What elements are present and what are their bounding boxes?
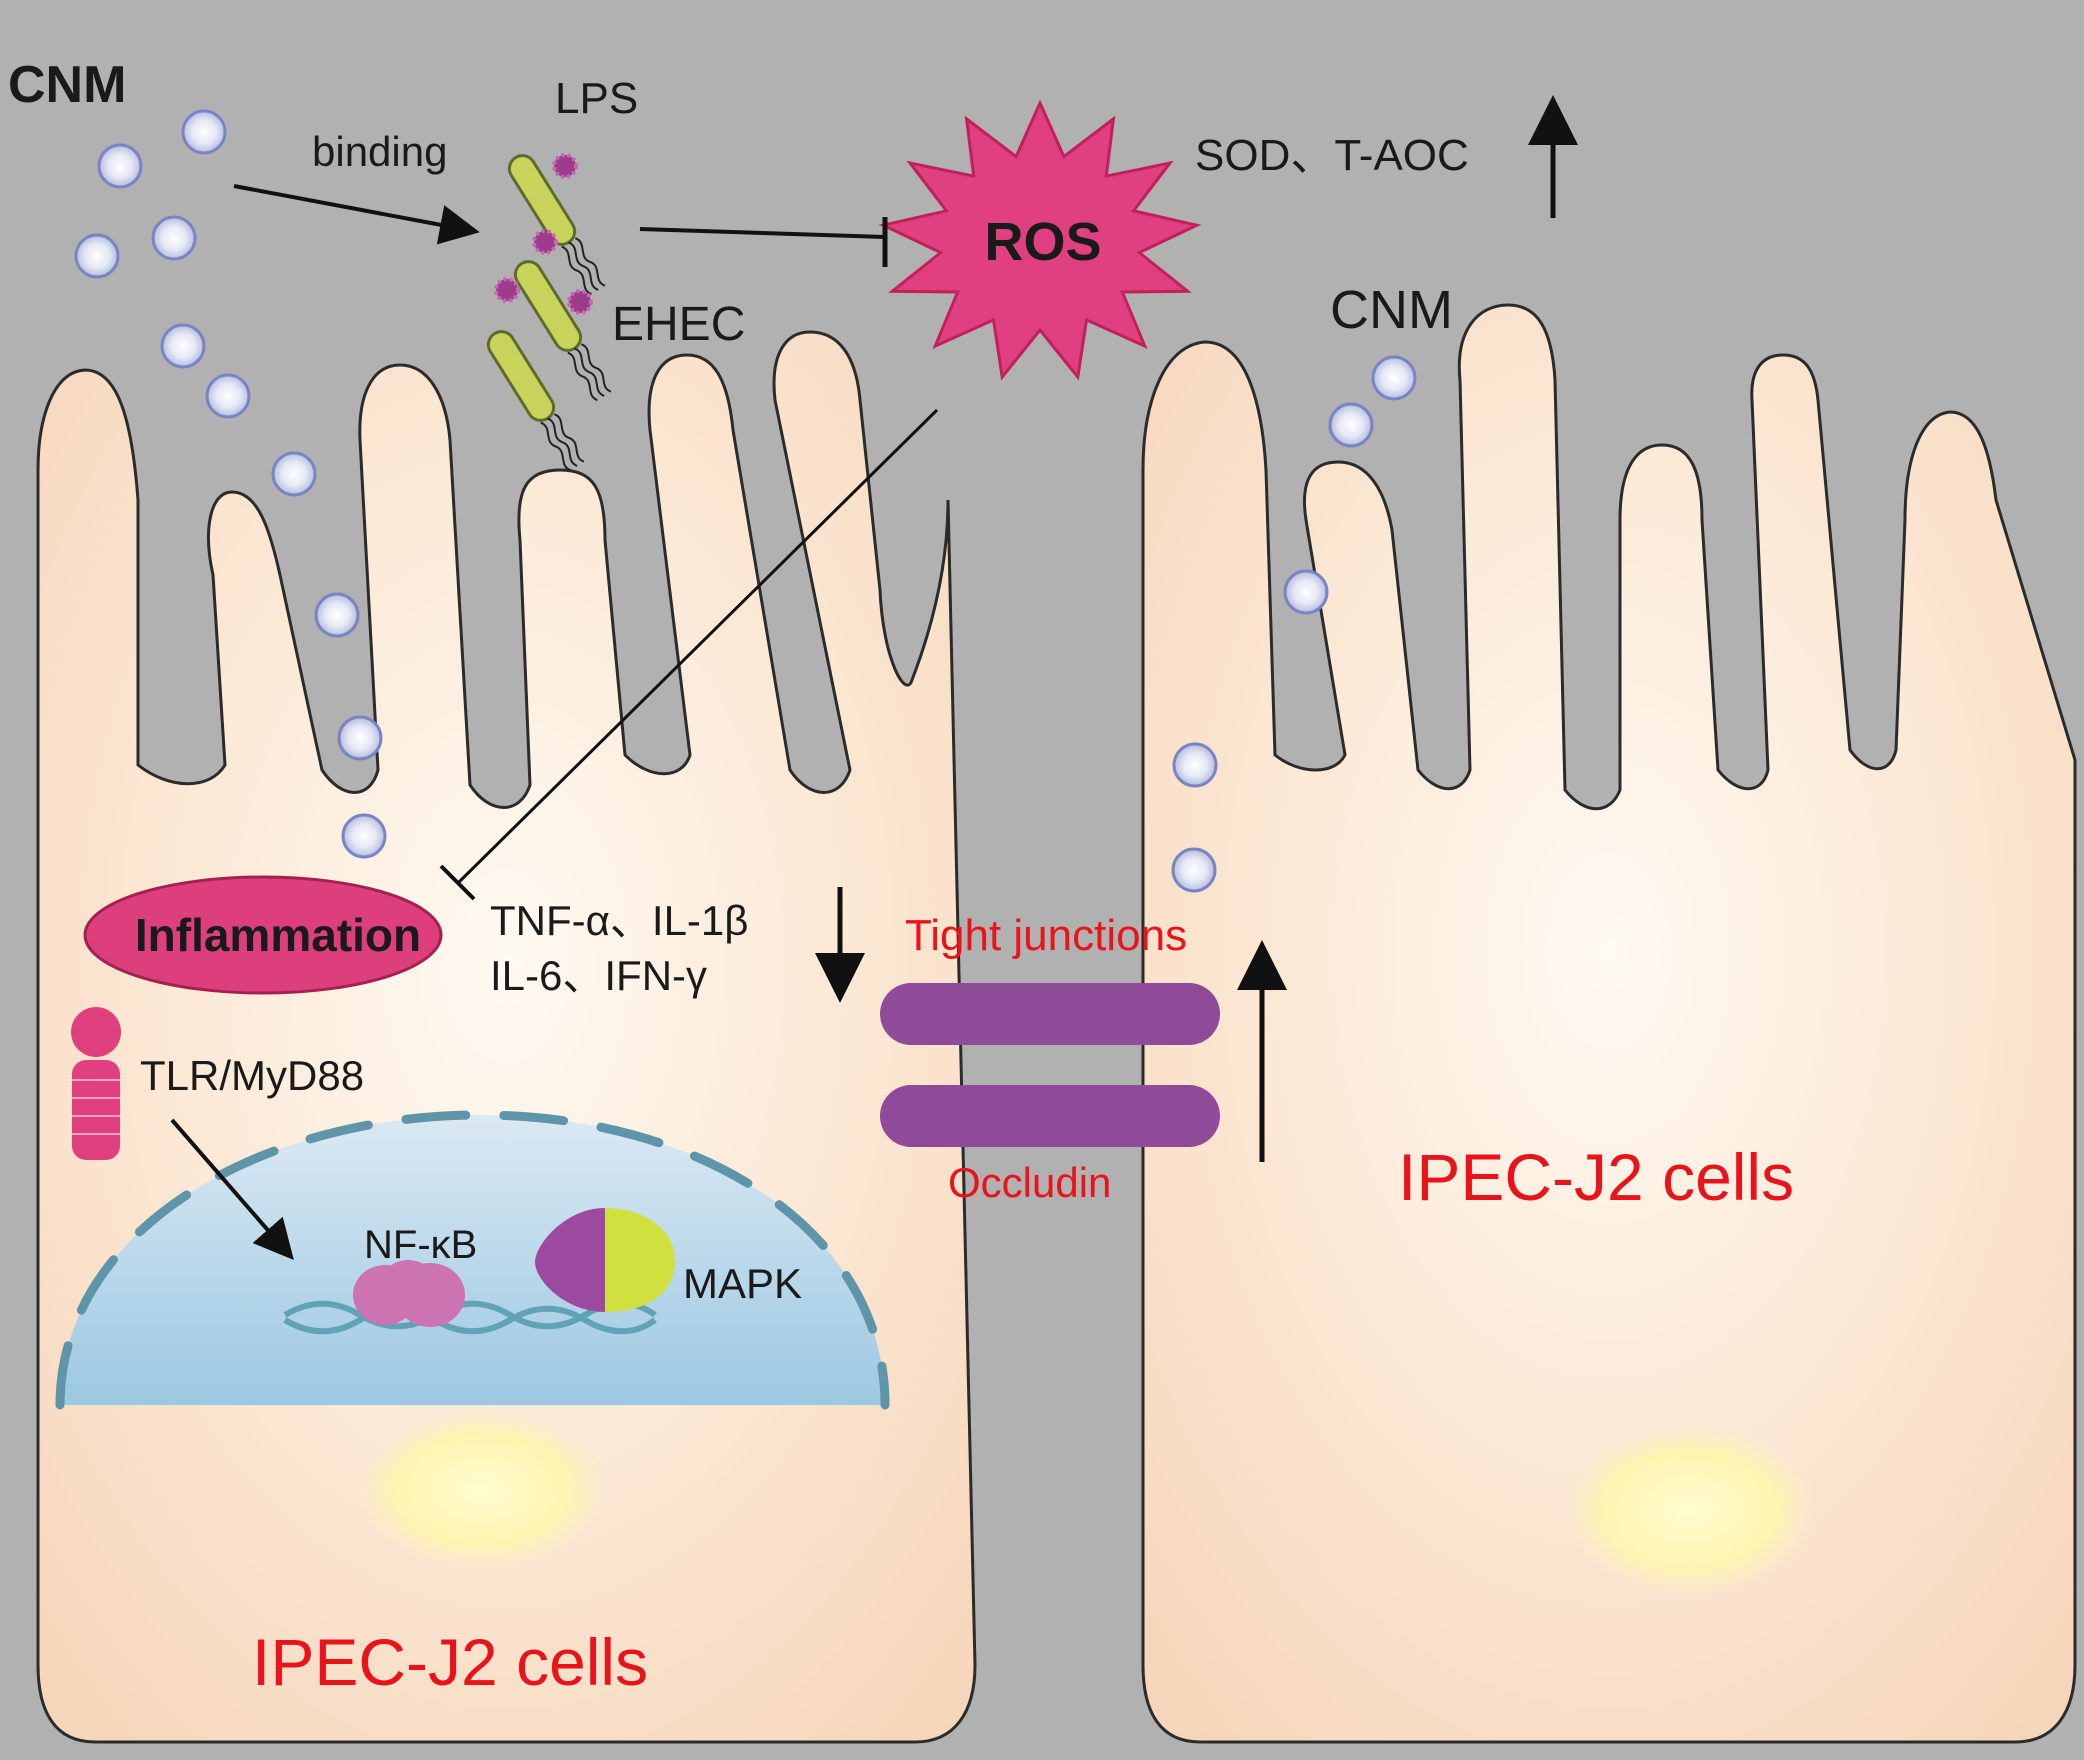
- tight-junction-bar-bottom: [880, 1085, 1220, 1147]
- tight-junctions-label: Tight junctions: [905, 911, 1187, 960]
- tight-junction-bar-top: [880, 983, 1220, 1045]
- pathway-arrows: [170, 95, 1578, 1261]
- right-cell-membrane: [1141, 303, 2077, 1744]
- lps-particle-icon: [532, 229, 558, 255]
- rod-bacterium-icon: [513, 260, 612, 402]
- cytokines-line2: IL-6、IFN-γ: [490, 952, 707, 999]
- left-cell-vesicle: [357, 1410, 607, 1570]
- lps-particle-icon: [494, 277, 520, 303]
- nanoparticle-dot-icon: [151, 215, 197, 261]
- nanoparticle-dot-icon: [1172, 742, 1218, 788]
- nanoparticle-dot-icon: [205, 373, 251, 419]
- cell-label-left: IPEC-J2 cells: [252, 1625, 648, 1699]
- dna-helix-icon: [283, 1300, 657, 1335]
- lps-label: LPS: [555, 74, 638, 123]
- ehec-bacteria: [486, 153, 612, 472]
- cnm-label-right: CNM: [1330, 280, 1453, 340]
- left-epithelial-cell: [36, 330, 977, 1744]
- lps-particle-icon: [552, 153, 578, 179]
- cytokines-line1: TNF-α、IL-1β: [490, 897, 748, 944]
- cell-label-right: IPEC-J2 cells: [1398, 1140, 1794, 1214]
- nanoparticle-dot-icon: [271, 451, 317, 497]
- nanoparticle-dot-icon: [337, 715, 383, 761]
- ros-inflammation-inhibition-line: [456, 408, 939, 885]
- mapk-complex-icon: [535, 1208, 675, 1312]
- ehec-label: EHEC: [612, 298, 745, 351]
- tlr-receptor-icon: [71, 1007, 121, 1160]
- tlr-nfkb-arrow: [170, 1118, 294, 1261]
- binding-arrow: [233, 184, 480, 245]
- nanoparticle-dot-icon: [160, 323, 206, 369]
- occludin-label: Occludin: [948, 1159, 1111, 1206]
- binding-label: binding: [312, 128, 447, 175]
- rod-bacterium-icon: [507, 154, 606, 296]
- nfkb-label: NF-κB: [364, 1223, 477, 1267]
- nanoparticle-dot-icon: [1283, 569, 1329, 615]
- inflammation-ellipse: [83, 875, 443, 995]
- sod-taoc-label: SOD、T-AOC: [1195, 131, 1469, 180]
- mapk-label: MAPK: [683, 1260, 802, 1307]
- lps-particle-icon: [567, 289, 593, 315]
- ros-label: ROS: [984, 212, 1101, 272]
- nfkb-complex-icon: [353, 1260, 465, 1327]
- rod-bacterium-icon: [486, 330, 585, 472]
- ros-star-icon: [878, 99, 1202, 381]
- right-epithelial-cell: [1141, 303, 2077, 1744]
- inflammation-label: Inflammation: [135, 909, 421, 961]
- nanoparticle-dot-icon: [97, 143, 143, 189]
- nanoparticle-dot-icon: [1171, 847, 1217, 893]
- nanoparticle-dot-icon: [314, 592, 360, 638]
- nanoparticle-dot-icon: [181, 109, 227, 155]
- nanoparticle-dot-icon: [74, 233, 120, 279]
- nanoparticle-dot-icon: [1328, 402, 1374, 448]
- right-cell-vesicle: [1565, 1425, 1815, 1595]
- cnm-label-top: CNM: [8, 56, 126, 114]
- tight-junction-bars: [880, 983, 1220, 1147]
- ebec-ros-inhibition-line: [639, 227, 886, 239]
- nucleus: [55, 1110, 890, 1410]
- ros-inflammation-inhibition-bar: [439, 864, 476, 901]
- nuclear-envelope: [55, 1110, 890, 1410]
- cnm-nanoparticles: [74, 109, 1417, 893]
- nanoparticle-dot-icon: [1371, 355, 1417, 401]
- nanoparticle-dot-icon: [341, 813, 387, 859]
- tlr-myd88-label: TLR/MyD88: [140, 1052, 364, 1099]
